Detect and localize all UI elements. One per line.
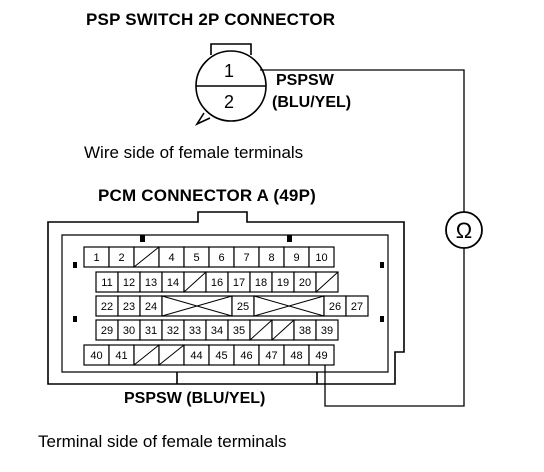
pin-number: 20 bbox=[299, 277, 311, 289]
empty-slot-mark bbox=[133, 246, 160, 268]
pin-number: 17 bbox=[233, 277, 245, 289]
pin-number: 31 bbox=[145, 325, 157, 337]
psp-wire-color-label: (BLU/YEL) bbox=[272, 94, 352, 111]
psp-connector-title: PSP SWITCH 2P CONNECTOR bbox=[86, 10, 336, 29]
pcm-connector-caption: Terminal side of female terminals bbox=[38, 432, 287, 451]
pin-number: 48 bbox=[290, 350, 302, 362]
pin-number: 24 bbox=[145, 301, 157, 313]
psp-connector bbox=[194, 43, 267, 126]
empty-slot-mark bbox=[253, 295, 325, 317]
pin-number: 16 bbox=[211, 277, 223, 289]
pin-number: 30 bbox=[123, 325, 135, 337]
pin-number: 9 bbox=[293, 252, 299, 264]
pin-number: 8 bbox=[268, 252, 274, 264]
pin-cell bbox=[308, 344, 335, 366]
psp-signal-label: PSPSW bbox=[276, 72, 334, 89]
pcm-connector-housing bbox=[47, 211, 405, 385]
pin-number: 6 bbox=[218, 252, 224, 264]
pin-number: 18 bbox=[255, 277, 267, 289]
pin-number: 46 bbox=[240, 350, 252, 362]
pin-number: 13 bbox=[145, 277, 157, 289]
pin-number: 11 bbox=[101, 277, 112, 289]
empty-slot-mark bbox=[161, 295, 233, 317]
pin-number: 2 bbox=[118, 252, 124, 264]
pin-number: 45 bbox=[215, 350, 227, 362]
pin-number: 39 bbox=[321, 325, 333, 337]
pin-number: 14 bbox=[167, 277, 179, 289]
pin-number: 38 bbox=[299, 325, 311, 337]
test-lead bbox=[260, 69, 465, 407]
ohm-icon: Ω bbox=[456, 218, 472, 243]
pin-number: 19 bbox=[277, 277, 289, 289]
pin-number: 33 bbox=[189, 325, 201, 337]
pin-number: 22 bbox=[101, 301, 113, 313]
pin-number: 27 bbox=[351, 301, 363, 313]
pin-cell bbox=[345, 295, 369, 317]
pin-number: 23 bbox=[123, 301, 135, 313]
pin-number: 41 bbox=[115, 350, 127, 362]
pin-cell bbox=[308, 246, 335, 268]
pin-number: 25 bbox=[237, 301, 249, 313]
pin-number: 29 bbox=[101, 325, 113, 337]
pin-number: 7 bbox=[243, 252, 249, 264]
empty-slot-mark bbox=[249, 319, 273, 341]
empty-slot-mark bbox=[271, 319, 295, 341]
pin-number: 44 bbox=[190, 350, 202, 362]
pin-cell bbox=[315, 319, 339, 341]
empty-slot-mark bbox=[315, 271, 339, 293]
psp-pin-2: 2 bbox=[224, 92, 234, 112]
empty-slot-mark bbox=[158, 344, 185, 366]
pin-number: 1 bbox=[93, 252, 99, 264]
pcm-signal-label: PSPSW (BLU/YEL) bbox=[124, 390, 266, 407]
empty-slot-mark bbox=[133, 344, 160, 366]
pin-number: 12 bbox=[123, 277, 135, 289]
pin-number: 49 bbox=[315, 350, 327, 362]
pin-number: 4 bbox=[168, 252, 174, 264]
psp-connector-caption: Wire side of female terminals bbox=[84, 143, 304, 162]
pin-number: 10 bbox=[315, 252, 327, 264]
psp-pin-1: 1 bbox=[224, 61, 234, 81]
ohmmeter-symbol: Ω bbox=[445, 211, 483, 249]
pin-number: 34 bbox=[211, 325, 223, 337]
pin-number: 35 bbox=[233, 325, 245, 337]
pin-number: 26 bbox=[329, 301, 341, 313]
connector-latches bbox=[73, 235, 384, 322]
pin-number: 47 bbox=[265, 350, 277, 362]
pin-number: 32 bbox=[167, 325, 179, 337]
empty-slot-mark bbox=[183, 271, 207, 293]
pin-number: 40 bbox=[90, 350, 102, 362]
pin-number: 5 bbox=[193, 252, 199, 264]
pcm-connector-title: PCM CONNECTOR A (49P) bbox=[98, 186, 316, 205]
